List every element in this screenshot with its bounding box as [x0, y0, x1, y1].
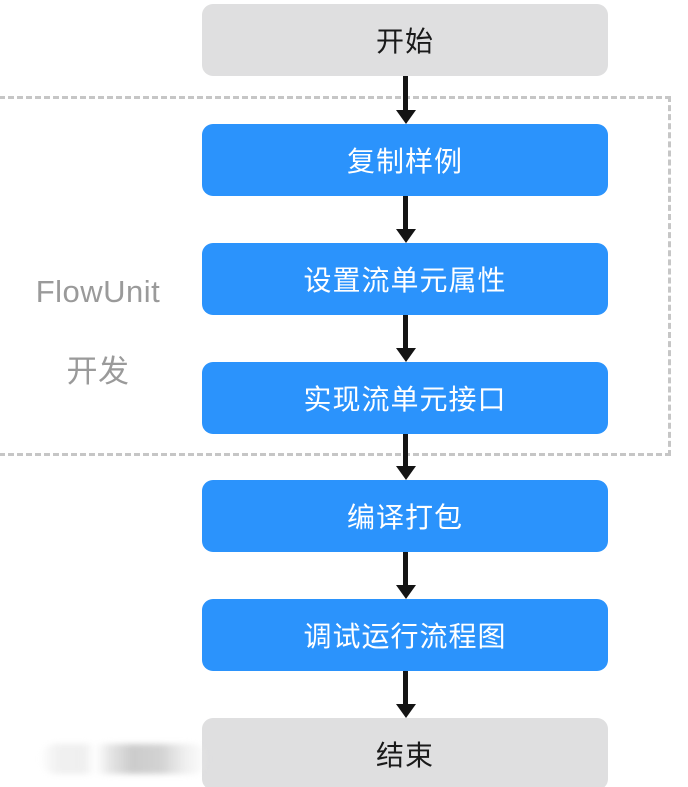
node-build-and-package[interactable]: 编译打包	[202, 480, 608, 552]
node-debug-run-flowchart-label: 调试运行流程图	[303, 621, 507, 652]
node-start[interactable]: 开始	[202, 4, 608, 76]
group-label-line-1: FlowUnit	[35, 274, 161, 309]
arrow-start-to-copy-sample	[403, 76, 408, 111]
node-debug-run-flowchart[interactable]: 调试运行流程图	[202, 599, 608, 671]
arrow-build-package-to-debug-run	[403, 552, 408, 586]
node-build-and-package-label: 编译打包	[346, 502, 463, 533]
flowunit-development-group-label: FlowUnit 开发	[8, 232, 188, 392]
arrow-implement-interface-to-build-package	[403, 434, 408, 467]
arrow-debug-run-to-end	[403, 671, 408, 705]
node-copy-sample-label: 复制样例	[346, 146, 463, 177]
node-set-flowunit-properties[interactable]: 设置流单元属性	[202, 243, 608, 315]
arrow-copy-sample-to-set-properties	[403, 196, 408, 230]
arrow-set-properties-to-implement-interface	[403, 315, 408, 349]
node-end-label: 结束	[375, 740, 434, 771]
node-implement-flowunit-interface-label: 实现流单元接口	[303, 384, 507, 415]
node-start-label: 开始	[375, 26, 434, 57]
node-end[interactable]: 结束	[202, 718, 608, 787]
node-implement-flowunit-interface[interactable]: 实现流单元接口	[202, 362, 608, 434]
group-label-line-2: 开发	[66, 354, 130, 389]
node-copy-sample[interactable]: 复制样例	[202, 124, 608, 196]
flowunit-development-group-region	[0, 96, 671, 456]
node-set-flowunit-properties-label: 设置流单元属性	[303, 265, 507, 296]
blurred-watermark-artifact	[40, 744, 208, 774]
